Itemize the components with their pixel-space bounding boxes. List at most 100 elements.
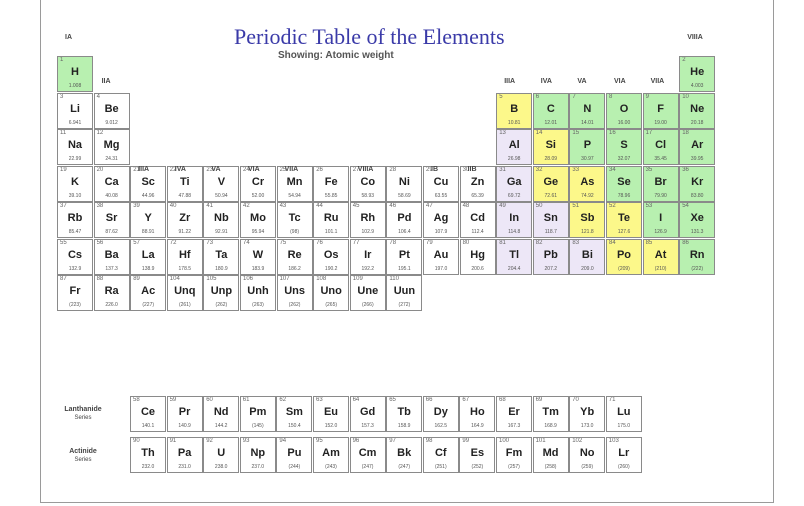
element-cell-o[interactable]: 8O16.00	[606, 92, 642, 129]
element-cell-unq[interactable]: 104Unq(261)	[166, 275, 203, 311]
element-cell-ne[interactable]: 10Ne20.18	[679, 92, 716, 129]
element-cell-uun[interactable]: 110Uun(272)	[386, 275, 423, 311]
element-cell-c[interactable]: 6C12.01	[532, 92, 569, 129]
element-cell-at[interactable]: 85At(210)	[642, 238, 679, 275]
element-cell-yb[interactable]: 70Yb173.0	[569, 396, 606, 432]
element-cell-pb[interactable]: 82Pb207.2	[532, 238, 569, 275]
element-cell-rh[interactable]: 45Rh102.9	[349, 202, 386, 238]
element-cell-unh[interactable]: 106Unh(263)	[240, 275, 276, 311]
element-cell-une[interactable]: 109Une(266)	[349, 275, 386, 311]
element-cell-ar[interactable]: 18Ar39.95	[679, 129, 716, 165]
element-cell-ba[interactable]: 56Ba137.3	[93, 238, 130, 275]
element-cell-rb[interactable]: 37Rb85.47	[57, 202, 93, 238]
element-cell-lr[interactable]: 103Lr(260)	[605, 437, 642, 473]
element-cell-nd[interactable]: 60Nd144.2	[203, 396, 240, 432]
element-cell-mo[interactable]: 42Mo95.94	[240, 202, 276, 238]
element-cell-tm[interactable]: 69Tm168.9	[532, 396, 569, 432]
element-cell-ir[interactable]: 77Ir192.2	[349, 238, 386, 275]
element-cell-dy[interactable]: 66Dy162.5	[422, 396, 459, 432]
element-cell-pd[interactable]: 46Pd106.4	[386, 202, 423, 238]
element-cell-bi[interactable]: 83Bi209.0	[569, 238, 606, 275]
element-cell-sr[interactable]: 38Sr87.62	[93, 202, 130, 238]
element-cell-np[interactable]: 93Np237.0	[239, 437, 276, 473]
element-cell-kr[interactable]: 36Kr83.80	[679, 165, 716, 202]
element-cell-po[interactable]: 84Po(209)	[606, 238, 642, 275]
element-cell-u[interactable]: 92U238.0	[203, 437, 240, 473]
element-cell-b[interactable]: 5B10.81	[496, 92, 533, 129]
element-cell-sc[interactable]: 21Sc44.96	[130, 165, 167, 202]
element-cell-cr[interactable]: 24Cr52.00	[240, 165, 276, 202]
element-cell-er[interactable]: 68Er167.3	[496, 396, 532, 432]
element-cell-p[interactable]: 15P30.97	[569, 129, 606, 165]
element-cell-pu[interactable]: 94Pu(244)	[276, 437, 313, 473]
element-cell-ce[interactable]: 58Ce140.1	[130, 396, 166, 432]
element-cell-ta[interactable]: 73Ta180.9	[203, 238, 240, 275]
element-cell-lu[interactable]: 71Lu175.0	[605, 396, 642, 432]
element-cell-pr[interactable]: 59Pr140.9	[166, 396, 203, 432]
element-cell-sm[interactable]: 62Sm150.4	[276, 396, 313, 432]
element-cell-ti[interactable]: 22Ti47.88	[166, 165, 203, 202]
element-cell-fm[interactable]: 100Fm(257)	[496, 437, 532, 473]
element-cell-zn[interactable]: 30Zn65.39	[459, 165, 496, 202]
element-cell-eu[interactable]: 63Eu152.0	[313, 396, 349, 432]
element-cell-li[interactable]: 3Li6.941	[57, 92, 93, 129]
element-cell-uns[interactable]: 107Uns(262)	[276, 275, 313, 311]
element-cell-sn[interactable]: 50Sn118.7	[532, 202, 569, 238]
element-cell-be[interactable]: 4Be9.012	[93, 92, 130, 129]
element-cell-rn[interactable]: 86Rn(222)	[679, 238, 716, 275]
element-cell-md[interactable]: 101Md(258)	[532, 437, 569, 473]
element-cell-he[interactable]: 2He4.003	[679, 56, 716, 92]
element-cell-mg[interactable]: 12Mg24.31	[93, 129, 130, 165]
element-cell-ge[interactable]: 32Ge72.61	[532, 165, 569, 202]
element-cell-nb[interactable]: 41Nb92.91	[203, 202, 240, 238]
element-cell-sb[interactable]: 51Sb121.8	[569, 202, 606, 238]
element-cell-ru[interactable]: 44Ru101.1	[313, 202, 350, 238]
element-cell-co[interactable]: 27Co58.93	[349, 165, 386, 202]
element-cell-unp[interactable]: 105Unp(262)	[203, 275, 240, 311]
element-cell-la[interactable]: 57La138.9	[130, 238, 167, 275]
element-cell-as[interactable]: 33As74.92	[569, 165, 606, 202]
element-cell-ga[interactable]: 31Ga69.72	[496, 165, 533, 202]
element-cell-k[interactable]: 19K39.10	[57, 165, 93, 202]
element-cell-ca[interactable]: 20Ca40.08	[93, 165, 130, 202]
element-cell-cu[interactable]: 29Cu63.55	[423, 165, 459, 202]
element-cell-br[interactable]: 35Br79.90	[642, 165, 679, 202]
element-cell-au[interactable]: 79Au197.0	[423, 238, 459, 275]
element-cell-in[interactable]: 49In114.8	[496, 202, 533, 238]
element-cell-fe[interactable]: 26Fe55.85	[313, 165, 350, 202]
element-cell-th[interactable]: 90Th232.0	[130, 437, 166, 473]
element-cell-cl[interactable]: 17Cl35.45	[642, 129, 679, 165]
element-cell-ra[interactable]: 88Ra226.0	[93, 275, 130, 311]
element-cell-ac[interactable]: 89Ac(227)	[130, 275, 167, 311]
element-cell-hf[interactable]: 72Hf178.5	[166, 238, 203, 275]
element-cell-w[interactable]: 74W183.9	[240, 238, 276, 275]
element-cell-v[interactable]: 23V50.94	[203, 165, 240, 202]
element-cell-tb[interactable]: 65Tb158.9	[386, 396, 423, 432]
element-cell-ni[interactable]: 28Ni58.69	[386, 165, 423, 202]
element-cell-no[interactable]: 102No(259)	[569, 437, 606, 473]
element-cell-ag[interactable]: 47Ag107.9	[423, 202, 459, 238]
element-cell-os[interactable]: 76Os190.2	[313, 238, 350, 275]
element-cell-pt[interactable]: 78Pt195.1	[386, 238, 423, 275]
element-cell-pm[interactable]: 61Pm(145)	[239, 396, 276, 432]
element-cell-am[interactable]: 95Am(243)	[313, 437, 349, 473]
element-cell-tl[interactable]: 81Tl204.4	[496, 238, 533, 275]
element-cell-na[interactable]: 11Na22.99	[57, 129, 93, 165]
element-cell-tc[interactable]: 43Tc(98)	[276, 202, 313, 238]
element-cell-cf[interactable]: 98Cf(251)	[422, 437, 459, 473]
element-cell-cd[interactable]: 48Cd112.4	[459, 202, 496, 238]
element-cell-si[interactable]: 14Si28.09	[532, 129, 569, 165]
element-cell-f[interactable]: 9F19.00	[642, 92, 679, 129]
element-cell-y[interactable]: 39Y88.91	[130, 202, 167, 238]
element-cell-h[interactable]: 1H1.008	[57, 56, 93, 92]
element-cell-pa[interactable]: 91Pa231.0	[166, 437, 203, 473]
element-cell-i[interactable]: 53I126.9	[642, 202, 679, 238]
element-cell-gd[interactable]: 64Gd157.3	[349, 396, 386, 432]
element-cell-uno[interactable]: 108Uno(265)	[313, 275, 350, 311]
element-cell-n[interactable]: 7N14.01	[569, 92, 606, 129]
element-cell-bk[interactable]: 97Bk(247)	[386, 437, 423, 473]
element-cell-hg[interactable]: 80Hg200.6	[459, 238, 496, 275]
element-cell-te[interactable]: 52Te127.6	[606, 202, 642, 238]
element-cell-ho[interactable]: 67Ho164.9	[459, 396, 496, 432]
element-cell-cm[interactable]: 96Cm(247)	[349, 437, 386, 473]
